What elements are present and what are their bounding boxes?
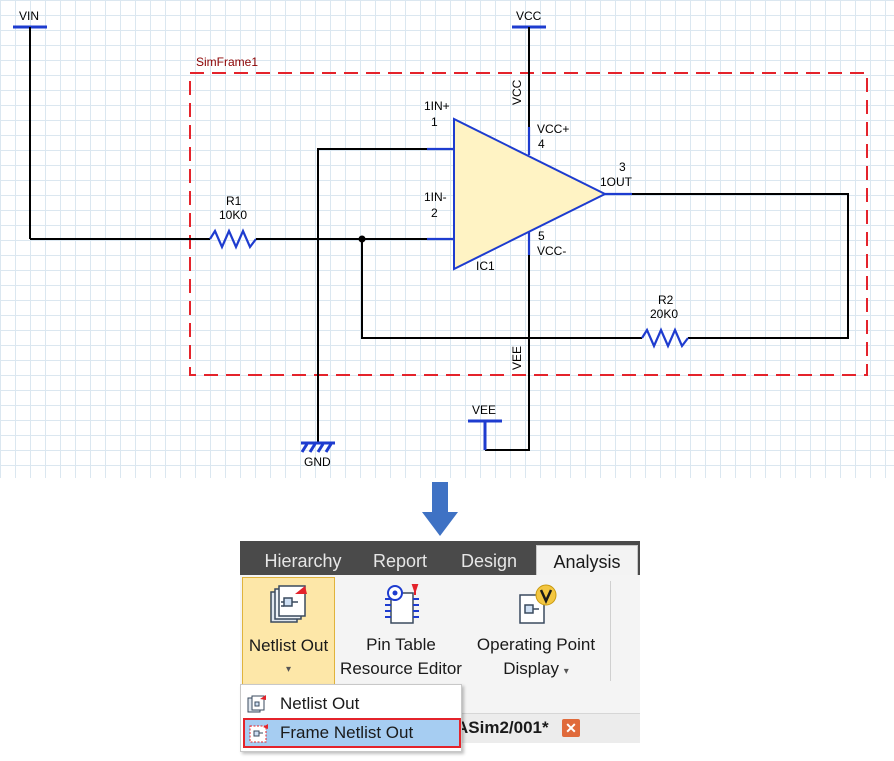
vcc-net-label: VCC: [510, 79, 524, 105]
tab-analysis[interactable]: Analysis: [536, 545, 638, 576]
netlist-out-button[interactable]: Netlist Out ▾: [242, 577, 335, 687]
netlist-out-icon: [247, 695, 266, 713]
document-tab-title[interactable]: ASim2/001*: [456, 718, 549, 737]
close-icon[interactable]: ✕: [562, 719, 580, 737]
opamp-ic1[interactable]: [453, 117, 608, 271]
down-arrow-icon: [422, 482, 458, 536]
netlist-out-label: Netlist Out: [248, 636, 329, 655]
r1-ref: R1: [226, 194, 242, 208]
vee-net-label: VEE: [510, 346, 524, 370]
frame-netlist-out-icon: [249, 724, 268, 743]
wire-feedback-junction[interactable]: [361, 239, 642, 339]
tab-hierarchy[interactable]: Hierarchy: [264, 551, 342, 571]
schematic-drawing: SimFrame1 VIN R1 10K0 GND: [13, 9, 868, 469]
tab-report[interactable]: Report: [372, 551, 428, 571]
operating-point-label-line1: Operating Point: [476, 635, 596, 654]
r2-ref: R2: [658, 293, 674, 307]
ribbon-group-divider: [610, 581, 611, 681]
operating-point-caret[interactable]: ▾: [563, 666, 569, 677]
vin-port-label: VIN: [19, 9, 39, 23]
pin-out-name: 1OUT: [600, 175, 633, 189]
pin-in-plus-name: 1IN+: [424, 99, 450, 113]
resistor-r1[interactable]: [209, 228, 257, 250]
operating-point-label-line2: Display ▾: [466, 658, 606, 683]
vee-port[interactable]: [468, 419, 502, 450]
pin-in-minus-num: 2: [431, 206, 438, 220]
vcc-port[interactable]: [512, 25, 546, 127]
resistor-r2[interactable]: [641, 327, 689, 349]
pin-vcc-plus-num: 4: [538, 137, 545, 151]
menu-item-netlist-out[interactable]: Netlist Out: [241, 690, 461, 718]
menu-item-netlist-out-label: Netlist Out: [280, 694, 360, 713]
operating-point-label-display: Display: [503, 659, 559, 678]
ribbon-tab-bar: Hierarchy Report Design Analysis: [240, 541, 640, 576]
gnd-symbol[interactable]: [300, 441, 335, 453]
vcc-port-label: VCC: [516, 9, 542, 23]
pin-out-num: 3: [619, 160, 626, 174]
pin-table-label-line2: Resource Editor: [340, 659, 462, 678]
ic1-ref: IC1: [476, 259, 495, 273]
netlist-out-dropdown-menu: Netlist Out Frame Netlist Out: [240, 684, 462, 752]
pin-vcc-plus-name: VCC+: [537, 122, 569, 136]
wire-output-feedback[interactable]: [632, 193, 849, 339]
pin-table-resource-editor-button[interactable]: Pin Table Resource Editor: [338, 577, 464, 685]
pin-vcc-minus-name: VCC-: [537, 244, 566, 258]
menu-item-frame-netlist-out[interactable]: Frame Netlist Out: [243, 718, 461, 748]
gnd-label: GND: [304, 455, 331, 469]
operating-point-icon: [519, 584, 557, 624]
pin-vcc-minus-num: 5: [538, 229, 545, 243]
vin-port[interactable]: [13, 25, 47, 239]
operating-point-display-button[interactable]: Operating Point Display ▾: [466, 577, 606, 685]
wire-vee[interactable]: [485, 255, 530, 451]
schematic-canvas[interactable]: SimFrame1 VIN R1 10K0 GND: [0, 0, 894, 478]
sim-frame-label: SimFrame1: [196, 55, 258, 69]
vee-port-label: VEE: [472, 403, 496, 417]
pin-table-icon: [385, 584, 419, 624]
netlist-out-icon: [269, 585, 307, 623]
r2-value: 20K0: [650, 307, 678, 321]
netlist-out-caret[interactable]: ▾: [285, 664, 292, 675]
menu-item-frame-netlist-out-label: Frame Netlist Out: [280, 723, 414, 742]
pin-in-plus-num: 1: [431, 115, 438, 129]
pin-table-label-line1: Pin Table: [366, 635, 436, 654]
pin-in-minus-name: 1IN-: [424, 190, 447, 204]
tab-design[interactable]: Design: [460, 551, 518, 571]
r1-value: 10K0: [219, 208, 247, 222]
wire-gnd-in-plus[interactable]: [317, 148, 427, 443]
